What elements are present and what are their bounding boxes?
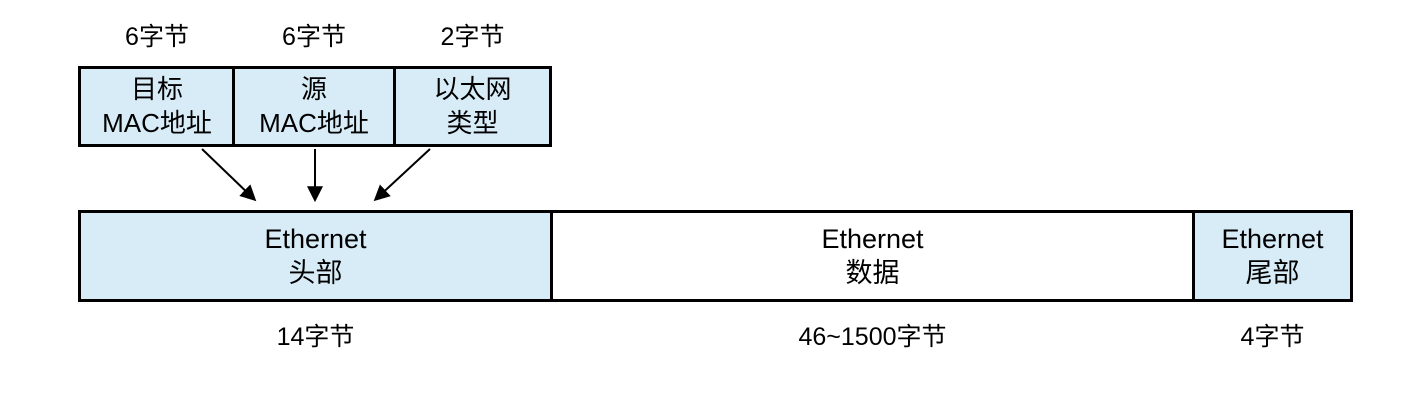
field-label-line1: 目标 [130,74,183,105]
section-size-label-header: 14字节 [276,323,355,351]
field-size-label-source-mac: 6字节 [282,23,346,51]
section-label-line2: 尾部 [1245,258,1300,288]
section-label-line1: Ethernet [264,223,367,254]
field-label-line1: 源 [300,74,327,105]
field-box-source-mac: 源 MAC地址 [232,66,396,147]
field-size-label-ethertype: 2字节 [440,23,505,51]
section-label-line1: Ethernet [1221,223,1324,254]
section-size-label-trailer: 4字节 [1240,323,1305,351]
section-label-line1: Ethernet [821,223,924,254]
field-size-label-destination-mac: 6字节 [125,23,189,51]
arrow-ethertype-icon [373,148,431,202]
section-label-line2: 头部 [288,258,343,288]
arrow-destination-mac-icon [201,148,257,202]
field-box-destination-mac: 目标 MAC地址 [78,66,236,147]
field-label-line2: 类型 [446,107,499,138]
section-size-label-data: 46~1500字节 [798,323,947,351]
frame-section-header: Ethernet 头部 [78,210,553,302]
field-label-line1: 以太网 [433,74,512,105]
frame-section-data: Ethernet 数据 [550,210,1195,302]
field-box-ethertype: 以太网 类型 [393,66,552,147]
field-label-line2: MAC地址 [259,107,369,138]
frame-section-trailer: Ethernet 尾部 [1192,210,1353,302]
field-label-line2: MAC地址 [102,107,212,138]
section-label-line2: 数据 [845,258,900,288]
